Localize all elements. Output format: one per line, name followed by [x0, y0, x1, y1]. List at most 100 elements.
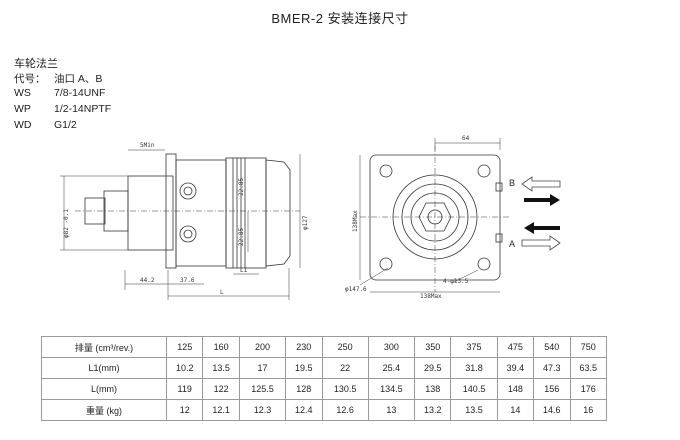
end-cap [265, 159, 291, 267]
motor-body [175, 159, 227, 267]
port-a-fitting [495, 233, 503, 243]
dim-5min: 5Min [140, 142, 155, 149]
spec-code: WS [14, 87, 31, 99]
spec-row: WS 7/8-14UNF [14, 87, 105, 99]
table-cell: 13 [367, 399, 416, 421]
side-view [60, 149, 301, 300]
dim-holes: 4-φ13.5 [443, 278, 469, 285]
mount-flange [127, 175, 174, 251]
dim-376: 37.6 [180, 277, 195, 284]
dim-64: 64 [462, 135, 470, 142]
table-cell: 16 [569, 399, 608, 421]
table-cell: 13.5 [202, 357, 240, 379]
table-cell: 63.5 [569, 357, 608, 379]
row-label: L(mm) [41, 378, 167, 400]
port-b-fitting [495, 182, 503, 192]
table-cell: 19.5 [285, 357, 323, 379]
dim-442: 44.2 [140, 277, 155, 284]
table-cell: 250 [321, 336, 369, 358]
spec-row: 代号： 油口 A、B [14, 71, 102, 86]
port-circle [183, 186, 193, 196]
table-cell: 140.5 [450, 378, 498, 400]
spec-value: 1/2-14NPTF [54, 103, 112, 115]
table-cell: 125.5 [238, 378, 287, 400]
port-circle [183, 229, 193, 239]
table-cell: 47.3 [533, 357, 571, 379]
table-cell: 200 [238, 336, 287, 358]
table-cell: 25.4 [367, 357, 416, 379]
table-cell: 375 [450, 336, 498, 358]
dim-138-bottom: 138Max [420, 293, 442, 300]
table-cell: 156 [533, 378, 571, 400]
dim-l: L [220, 289, 224, 296]
dim-l1: L1 [240, 267, 248, 274]
dim-d1476: φ147.6 [345, 286, 367, 293]
dim-2285-bottom: 22.85 [238, 228, 245, 246]
table-cell: 125 [165, 336, 204, 358]
table-cell: 148 [496, 378, 535, 400]
dim-d127: φ127 [302, 215, 309, 230]
dim-138-left: 138Max [352, 210, 359, 232]
table-cell: 31.8 [450, 357, 498, 379]
gerotor-section [225, 157, 267, 269]
table-row: 重量 (kg) 12 12.1 12.3 12.4 12.6 13 13.2 1… [41, 399, 608, 421]
row-label: 重量 (kg) [41, 399, 167, 421]
table-cell: 130.5 [321, 378, 369, 400]
spec-heading: 车轮法兰 [14, 58, 58, 70]
bolt-hole [477, 164, 491, 178]
bolt-hole [379, 257, 393, 271]
page-title: BMER-2 安装连接尺寸 [271, 11, 409, 26]
port-b-label: B [509, 178, 515, 188]
table-cell: 350 [414, 336, 452, 358]
table-cell: 138 [414, 378, 452, 400]
table-cell: 230 [285, 336, 323, 358]
table-cell: 14 [496, 399, 535, 421]
port-circle [179, 225, 197, 243]
spec-code: WD [14, 119, 32, 131]
table-cell: 39.4 [496, 357, 535, 379]
table-cell: 12.1 [202, 399, 240, 421]
table-cell: 540 [533, 336, 571, 358]
row-label: L1(mm) [41, 357, 167, 379]
spec-value: 油口 A、B [54, 73, 103, 85]
table-row: L(mm) 119 122 125.5 128 130.5 134.5 138 … [41, 378, 608, 400]
table-cell: 12.6 [321, 399, 369, 421]
outline-arrow-left-icon [521, 176, 561, 192]
spec-value: G1/2 [54, 119, 77, 131]
spec-code: 代号： [14, 73, 46, 85]
table-cell: 13.5 [450, 399, 498, 421]
spec-value: 7/8-14UNF [54, 87, 106, 99]
table-cell: 29.5 [414, 357, 452, 379]
spec-row: WP 1/2-14NPTF [14, 103, 111, 115]
technical-drawing: 5Min φ82 -0.1 φ127 22.85 22.85 44.2 37.6… [60, 135, 561, 300]
solid-arrow-left-icon [524, 222, 560, 234]
table-cell: 475 [496, 336, 535, 358]
table-cell: 14.6 [533, 399, 571, 421]
dimension-table: 排量 (cm³/rev.) 125 160 200 230 250 300 35… [41, 336, 608, 421]
spec-row: WD G1/2 [14, 119, 77, 131]
table-cell: 119 [165, 378, 204, 400]
table-cell: 176 [569, 378, 608, 400]
outline-arrow-right-icon [521, 235, 561, 251]
bolt-hole [379, 164, 393, 178]
flow-arrows [521, 176, 561, 251]
dim-2285-top: 22.85 [238, 178, 245, 196]
table-cell: 17 [238, 357, 287, 379]
table-cell: 13.2 [414, 399, 452, 421]
table-cell: 12 [165, 399, 204, 421]
table-cell: 300 [367, 336, 416, 358]
table-cell: 12.3 [238, 399, 287, 421]
bolt-hole [477, 257, 491, 271]
table-cell: 750 [569, 336, 608, 358]
table-cell: 12.4 [285, 399, 323, 421]
spec-code: WP [14, 103, 31, 115]
table-cell: 134.5 [367, 378, 416, 400]
row-label: 排量 (cm³/rev.) [41, 336, 167, 358]
dim-d82: φ82 -0.1 [63, 209, 70, 238]
solid-arrow-right-icon [524, 194, 560, 206]
front-view [359, 138, 510, 293]
port-a-label: A [509, 239, 515, 249]
table-cell: 10.2 [165, 357, 204, 379]
table-cell: 160 [202, 336, 240, 358]
table-cell: 122 [202, 378, 240, 400]
